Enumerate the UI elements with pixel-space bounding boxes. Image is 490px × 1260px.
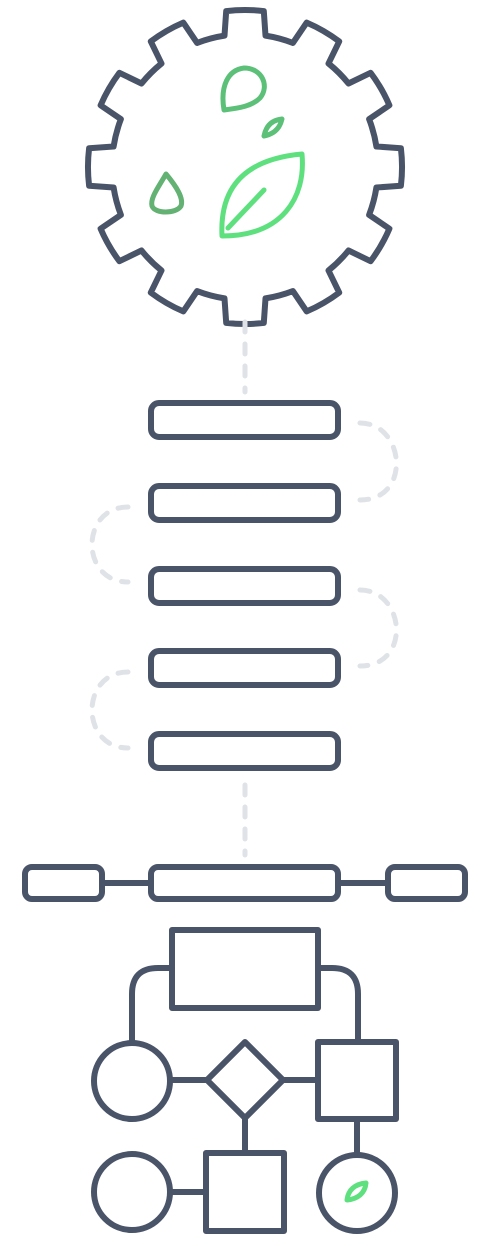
horizontal-block-row: [22, 864, 468, 902]
flowchart-top-box: [169, 927, 321, 1011]
large-droplet-icon: [220, 65, 267, 113]
process-step-1: [148, 400, 341, 440]
small-leaf-icon: [261, 116, 285, 139]
gear-icon: [84, 6, 406, 328]
flowchart-circle-left: [91, 1040, 173, 1122]
process-step-4: [148, 648, 341, 688]
gear-group: [84, 6, 406, 328]
flowchart: [91, 927, 399, 1234]
center-block: [148, 864, 341, 902]
flowchart-box-right: [315, 1039, 399, 1122]
flowchart-circle-leaf: [316, 1152, 398, 1234]
process-step-5: [148, 731, 341, 771]
droplet-icon: [149, 171, 185, 215]
process-step-2: [148, 483, 341, 523]
small-leaf-icon-flowchart: [344, 1180, 369, 1203]
process-steps: [148, 400, 341, 771]
step-connectors: [89, 420, 399, 751]
flowchart-left-branch: [129, 965, 175, 1045]
side-block-right: [385, 864, 468, 902]
flowchart-decision-diamond: [204, 1039, 286, 1121]
leaf-icon: [219, 151, 305, 239]
flowchart-right-branch: [315, 965, 361, 1045]
flowchart-box-bottom: [203, 1150, 287, 1234]
process-step-3: [148, 566, 341, 606]
side-block-left: [22, 864, 105, 902]
flowchart-circle-bottom-left: [91, 1151, 173, 1233]
